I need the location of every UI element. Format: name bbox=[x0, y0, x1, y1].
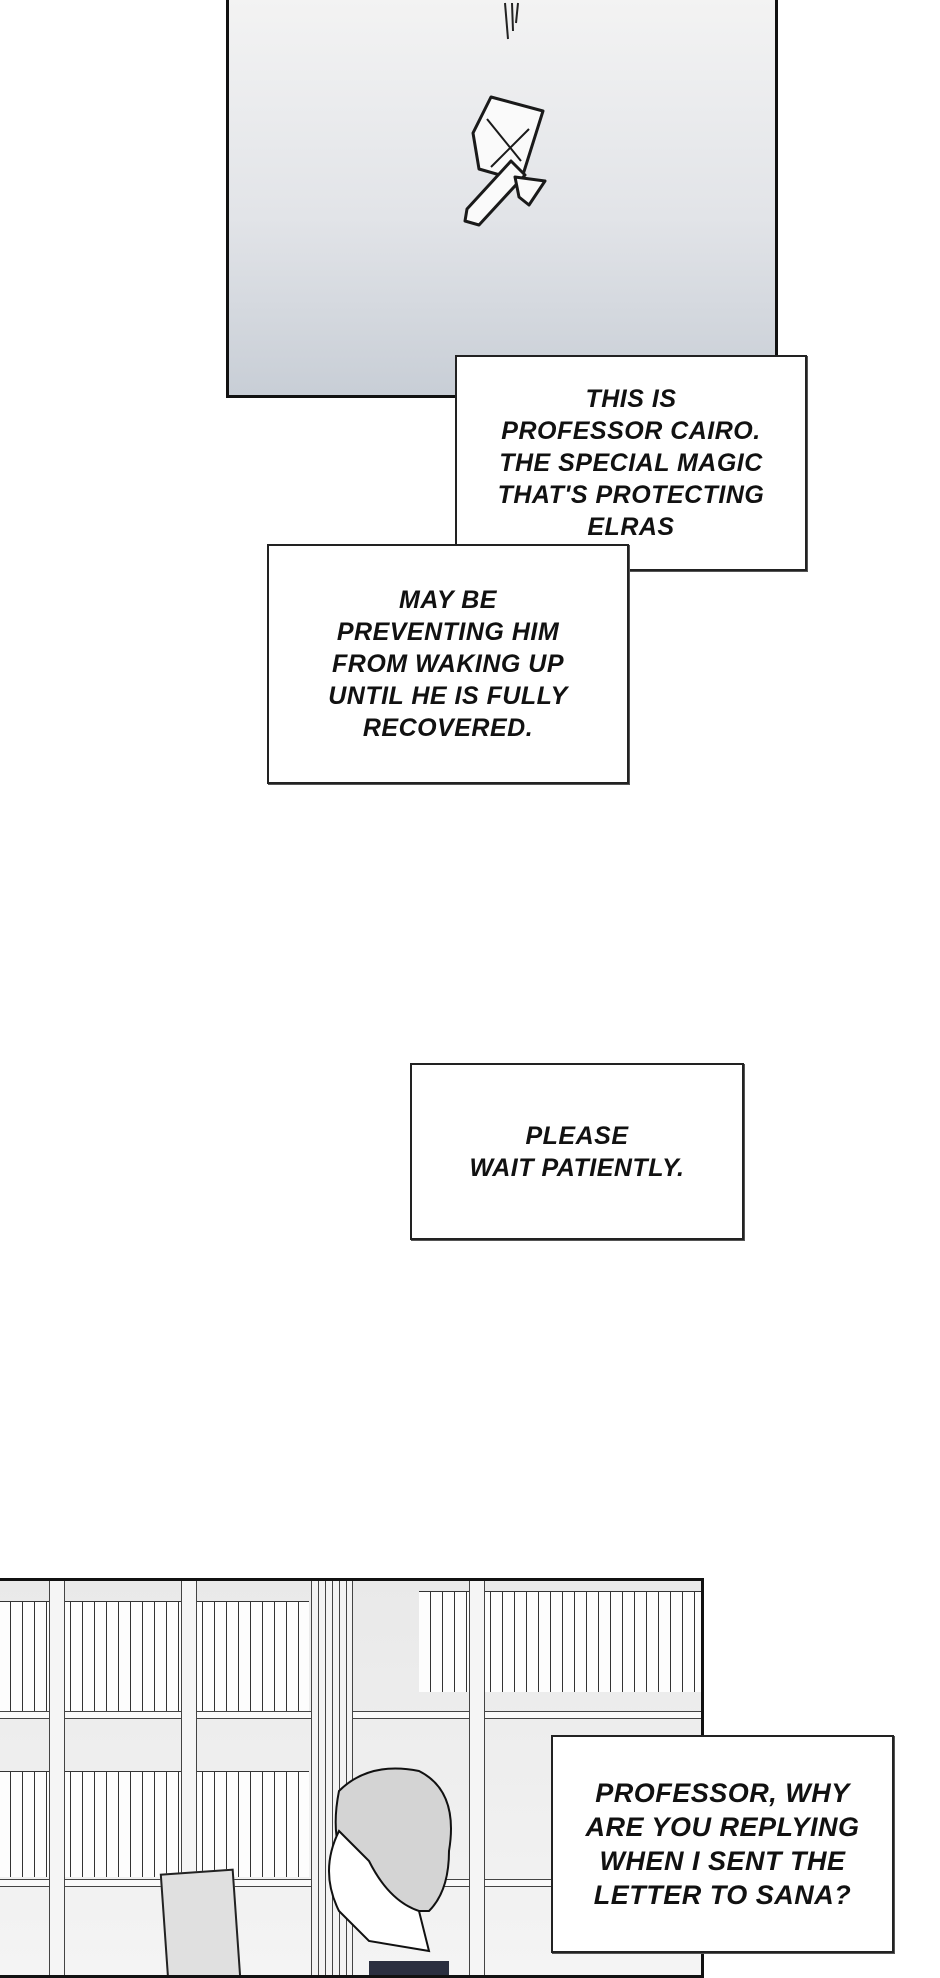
caption-line: UNTIL HE IS FULLY bbox=[328, 682, 568, 710]
caption-box: PROFESSOR, WHY ARE YOU REPLYING WHEN I S… bbox=[551, 1735, 894, 1953]
comic-panel-library bbox=[0, 1578, 704, 1978]
caption-line: MAY BE bbox=[399, 586, 497, 614]
caption-line: PLEASE bbox=[525, 1121, 629, 1150]
bookshelf-books bbox=[0, 1771, 309, 1877]
caption-line: THE SPECIAL MAGIC bbox=[499, 449, 763, 477]
caption-line: LETTER TO SANA? bbox=[593, 1880, 852, 1910]
caption-box: MAY BE PREVENTING HIM FROM WAKING UP UNT… bbox=[267, 544, 629, 784]
comic-panel-falling-letter bbox=[226, 0, 778, 398]
caption-line: ELRAS bbox=[587, 513, 675, 541]
caption-line: RECOVERED. bbox=[362, 714, 534, 742]
caption-line: FROM WAKING UP bbox=[332, 650, 564, 678]
caption-line: ARE YOU REPLYING bbox=[585, 1812, 860, 1842]
caption-box: THIS IS PROFESSOR CAIRO. THE SPECIAL MAG… bbox=[455, 355, 807, 571]
bookshelf-books bbox=[0, 1601, 309, 1712]
caption-line: WHEN I SENT THE bbox=[599, 1846, 846, 1876]
shelf-post bbox=[469, 1581, 485, 1975]
caption-line: THAT'S PROTECTING bbox=[497, 481, 765, 509]
caption-line: PREVENTING HIM bbox=[336, 618, 560, 646]
falling-letter-icon bbox=[463, 2, 547, 227]
caption-line: PROFESSOR CAIRO. bbox=[501, 417, 761, 445]
caption-box: PLEASE WAIT PATIENTLY. bbox=[410, 1063, 744, 1240]
bookshelf-books bbox=[419, 1591, 701, 1692]
caption-line: WAIT PATIENTLY. bbox=[469, 1153, 685, 1182]
caption-line: THIS IS bbox=[585, 385, 677, 413]
character-professor-icon bbox=[328, 1767, 452, 1975]
shelf-post bbox=[49, 1581, 65, 1975]
caption-line: PROFESSOR, WHY bbox=[595, 1778, 850, 1808]
